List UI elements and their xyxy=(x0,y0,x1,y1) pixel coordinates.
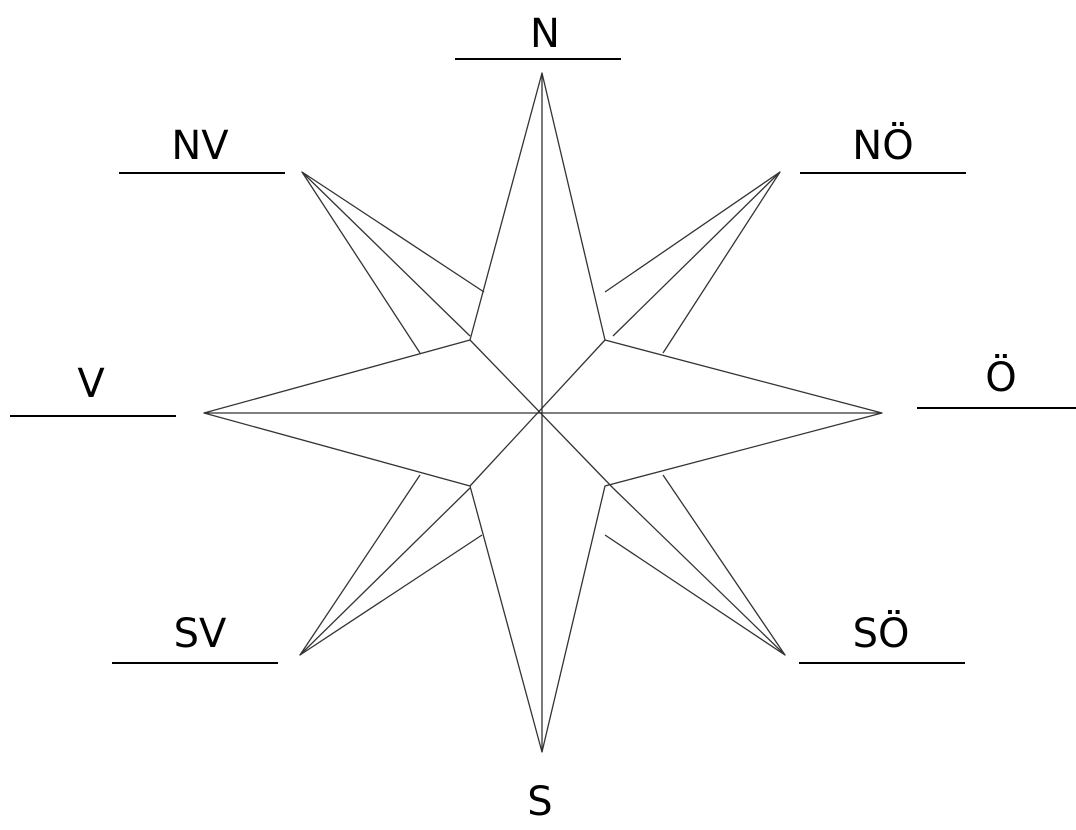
label-o: Ö xyxy=(921,358,1076,398)
spike-ne xyxy=(605,172,780,353)
label-v: V xyxy=(11,364,171,404)
blank-n xyxy=(455,58,621,60)
label-so: SÖ xyxy=(801,614,961,654)
blank-sv xyxy=(112,662,278,664)
label-no: NÖ xyxy=(803,126,963,166)
blank-no xyxy=(800,172,966,174)
label-s: S xyxy=(460,782,620,822)
label-n: N xyxy=(465,14,625,54)
spike-se-ridge xyxy=(613,488,785,655)
blank-o xyxy=(917,407,1076,409)
blank-nv xyxy=(119,172,285,174)
spike-ne-ridge xyxy=(613,172,780,336)
label-sv: SV xyxy=(120,614,280,654)
blank-so xyxy=(799,662,965,664)
compass-star xyxy=(204,73,882,752)
label-nv: NV xyxy=(120,126,280,166)
spike-sw-ridge xyxy=(300,488,470,655)
blank-v xyxy=(10,415,176,417)
spike-nw-ridge xyxy=(302,172,470,336)
